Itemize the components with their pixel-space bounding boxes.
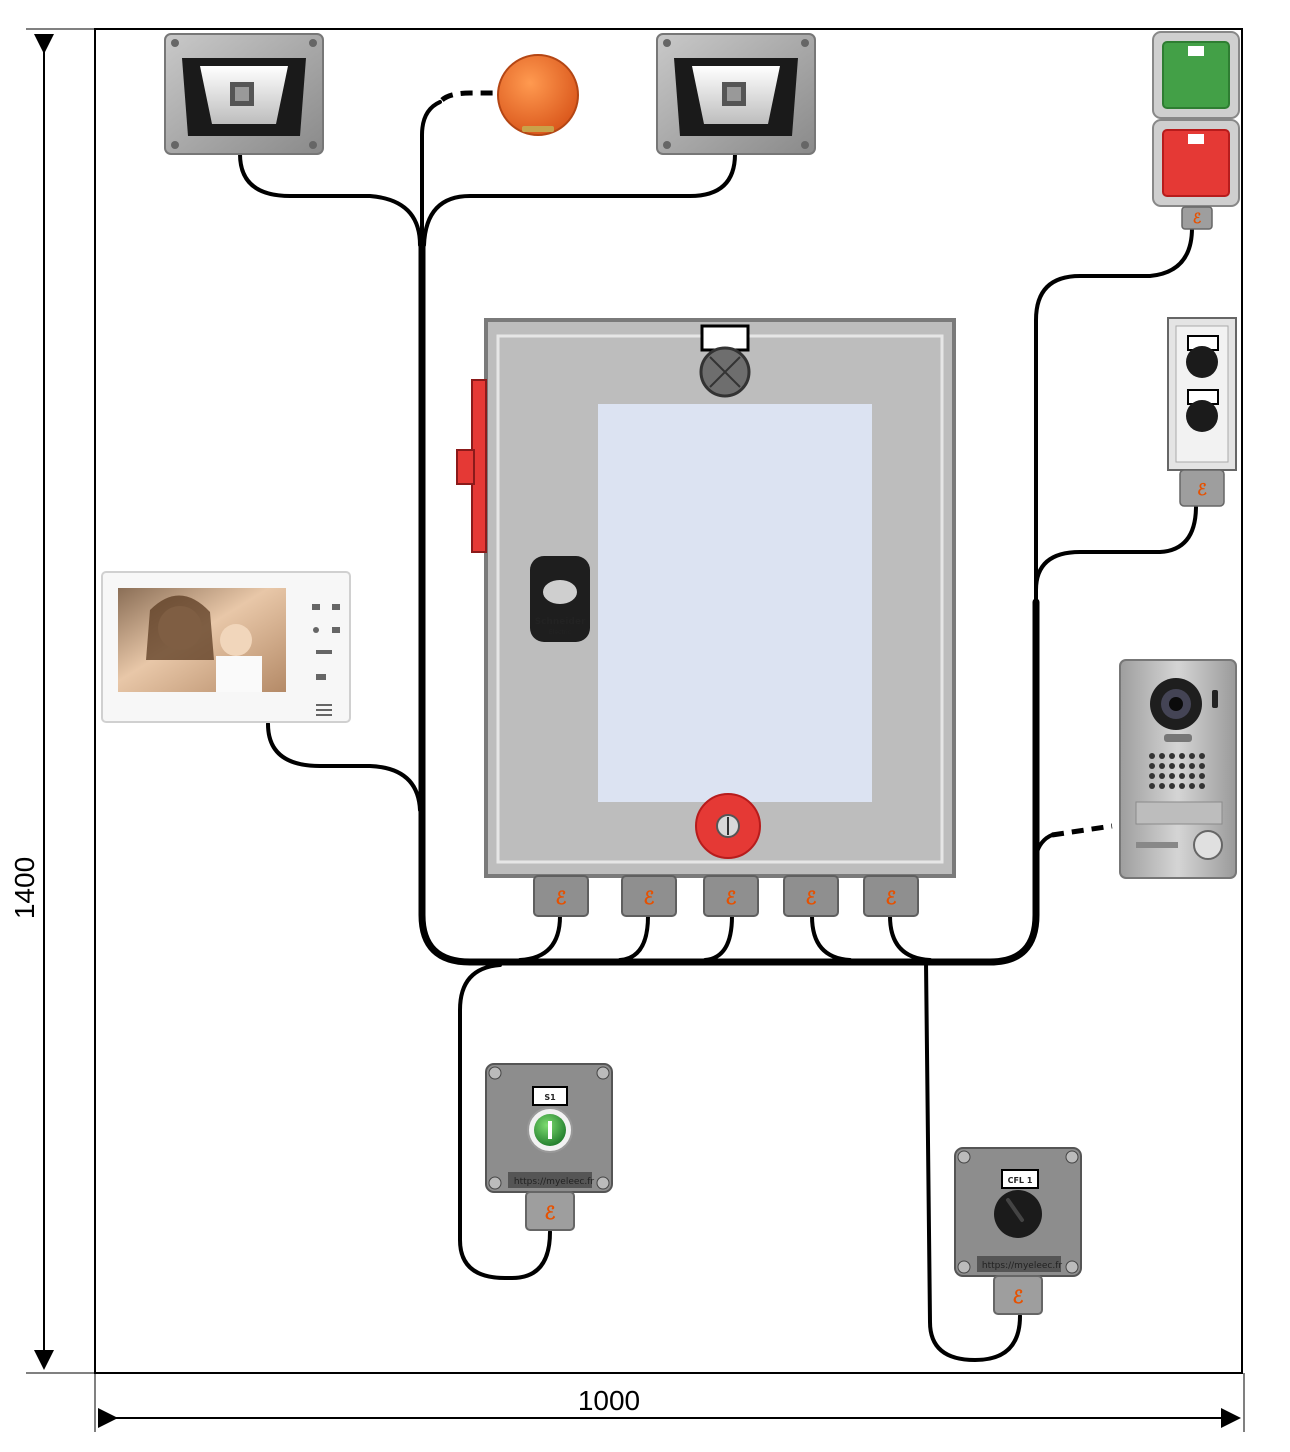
cable-gland-icon xyxy=(1179,469,1225,507)
cable-gland-icon: ℰ xyxy=(783,875,839,917)
brand-label: Schneider xyxy=(535,617,586,627)
floodlight-icon xyxy=(164,33,324,155)
width-dimension: 1000 xyxy=(94,1373,1245,1432)
svg-text:ℰ: ℰ xyxy=(806,888,817,908)
svg-text:ℰ: ℰ xyxy=(1197,482,1207,499)
svg-text:ℰ: ℰ xyxy=(726,888,737,908)
cable-gland-icon: ℰ xyxy=(621,875,677,917)
main-switch-handle[interactable] xyxy=(456,379,487,553)
svg-text:ℰ: ℰ xyxy=(545,1203,556,1223)
svg-text:ℰ: ℰ xyxy=(644,888,655,908)
svg-text:ℰ: ℰ xyxy=(1013,1287,1024,1307)
cable-gland-icon: ℰ xyxy=(533,875,589,917)
selector-knob-icon[interactable] xyxy=(1186,400,1218,432)
emergency-stop-icon[interactable] xyxy=(695,793,761,859)
speaker-grille xyxy=(1149,753,1205,789)
cable-gland-icon xyxy=(1181,206,1213,230)
floodlight-icon xyxy=(656,33,816,155)
selector-station-cfl1: CFL 1 https://myeleec.fr ℰ xyxy=(954,1147,1082,1315)
beacon-icon xyxy=(497,54,579,136)
cable-gland-icon: ℰ xyxy=(703,875,759,917)
door-station-dashed-link xyxy=(1051,823,1113,838)
door-lock-icon[interactable]: Schneider Electric xyxy=(530,556,590,642)
main-enclosure: Schneider Electric ℰ ℰ ℰ ℰ ℰ xyxy=(456,318,956,917)
red-button-icon[interactable] xyxy=(1162,129,1230,197)
start-stop-station: ℰ xyxy=(1152,31,1240,230)
svg-text:ℰ: ℰ xyxy=(1193,210,1202,226)
s1-tag: S1 xyxy=(544,1093,556,1102)
svg-text:ℰ: ℰ xyxy=(886,888,897,908)
cables xyxy=(238,100,1198,1363)
pushbutton-station-s1: S1 https://myeleec.fr ℰ xyxy=(485,1063,613,1231)
beacon-dashed-link xyxy=(440,90,496,102)
s1-url: https://myeleec.fr xyxy=(514,1177,594,1187)
selector-knob-icon[interactable] xyxy=(1186,346,1218,378)
height-label: 1400 xyxy=(9,857,40,919)
call-button-icon[interactable] xyxy=(1193,830,1223,860)
double-selector-station: ℰ xyxy=(1167,317,1237,507)
indicator-lamp-icon xyxy=(699,324,751,398)
cfl1-url: https://myeleec.fr xyxy=(982,1261,1062,1271)
svg-text:ℰ: ℰ xyxy=(556,888,567,908)
door-station-icon xyxy=(1119,659,1237,879)
width-label: 1000 xyxy=(578,1385,640,1416)
cable-gland-icon: ℰ xyxy=(863,875,919,917)
green-button-icon[interactable] xyxy=(1162,41,1230,109)
height-dimension: 1400 xyxy=(9,28,95,1374)
cfl1-tag: CFL 1 xyxy=(1008,1176,1033,1185)
enclosure-window xyxy=(598,404,872,802)
video-monitor-icon xyxy=(101,571,351,723)
cable-gland-icon xyxy=(525,1191,575,1231)
cable-gland-icon xyxy=(993,1275,1043,1315)
brand-sub-label: Electric xyxy=(549,629,571,636)
